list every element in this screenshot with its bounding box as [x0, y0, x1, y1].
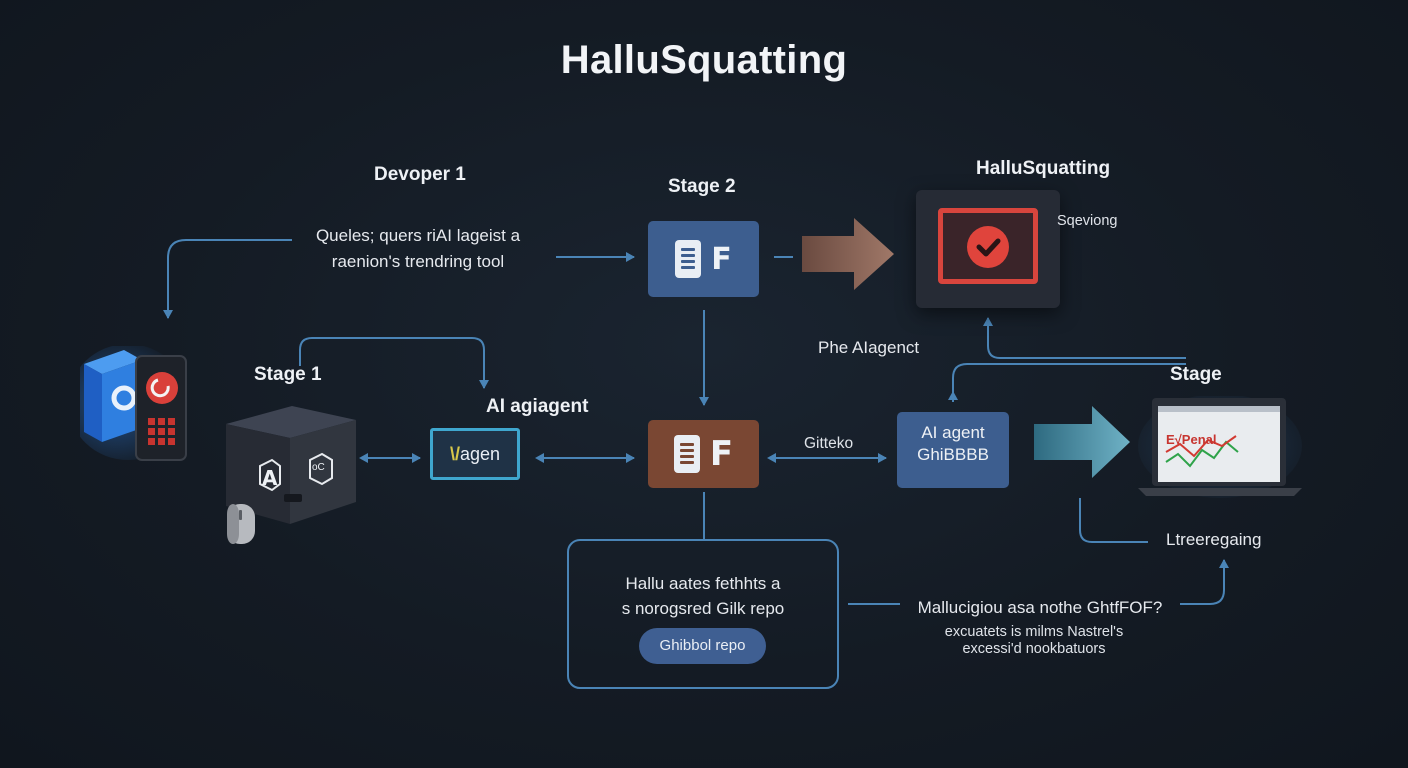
malicious-line-1: Mallucigiou asa nothe GhtfFOF? [917, 598, 1163, 617]
developer-label: Devoper 1 [374, 164, 466, 185]
agen-text: agen [459, 444, 501, 464]
malicious-line-2: excuatets is milms Nastrel's [944, 624, 1124, 640]
ai-agent-label: AI agiagent [486, 396, 589, 417]
document-icon [673, 435, 700, 473]
stage-mid-node[interactable]: F [648, 420, 759, 488]
stage-right-label: Stage [1170, 364, 1222, 385]
query-line-1: Queles; quers riAI lageist a [315, 226, 521, 245]
squeving-label: Sqeviong [1057, 213, 1118, 229]
hallucinate-line-2: s norogsred Gilk repo [621, 599, 785, 618]
stage2-label: Stage 2 [668, 176, 736, 197]
stage-mid-node-letter: F [709, 434, 734, 474]
line-aiagent-up [952, 363, 1186, 402]
agen-prefix: \/ [449, 444, 460, 464]
big-arrow-brown [802, 218, 894, 290]
line-laptop-bracket [1079, 498, 1148, 543]
hallusquatting-label: HalluSquatting [976, 158, 1111, 179]
agen-node[interactable]: \/agen [430, 428, 520, 480]
monitor-check-icon [938, 208, 1038, 284]
arrow-to-hallusquatting [983, 317, 1186, 359]
phe-agent-label: Phe AIagenct [818, 338, 920, 357]
ai-cube-icon[interactable]: A oC [222, 402, 360, 526]
mouse-icon [224, 502, 258, 546]
hallucinate-line-1: Hallu aates fethhts a [625, 574, 781, 593]
document-icon [675, 240, 702, 278]
ai-agent-node[interactable]: AI agent GhiBBBB [897, 412, 1009, 488]
stage2-node-letter: F [711, 241, 732, 277]
hallusquatting-node[interactable] [916, 190, 1060, 308]
malicious-line-3: excessi'd nookbatuors [962, 641, 1106, 657]
laptop-screen-text: E√Penal [1166, 432, 1217, 447]
query-line-2: raenion's trendring tool [331, 252, 505, 271]
ai-agent-line-1: AI agent [921, 423, 985, 442]
arrow-stage1-to-agent [299, 337, 489, 389]
diagram-title: HalluSquatting [560, 38, 848, 82]
phone-app-icon [68, 344, 200, 470]
arrow-query-to-phone [163, 239, 292, 319]
cube-letter-oc: oC [312, 462, 325, 473]
arrow-malicious-to-laptop [1180, 559, 1229, 605]
stage2-node[interactable]: F [648, 221, 759, 297]
laptop-chart-icon[interactable]: E√Penal [1138, 394, 1302, 500]
github-repo-pill[interactable]: Ghibbol repo [639, 628, 766, 664]
ltreeregaing-label: Ltreeregaing [1166, 530, 1262, 549]
gitteko-label: Gitteko [804, 435, 854, 452]
ai-agent-line-2: GhiBBBB [917, 445, 989, 464]
stage1-label: Stage 1 [254, 364, 322, 385]
cube-letter-a: A [262, 466, 278, 490]
big-arrow-teal [1034, 406, 1130, 478]
